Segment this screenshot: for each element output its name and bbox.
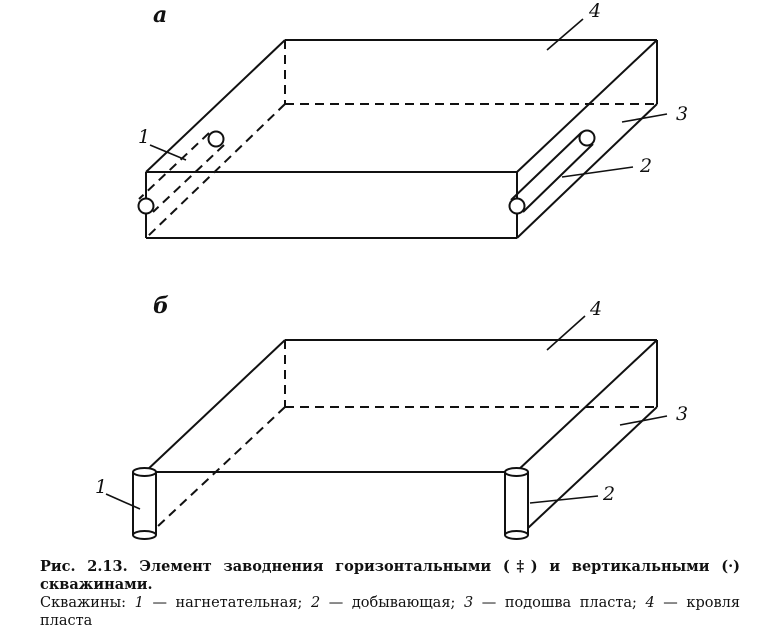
panel-b: б 1 [95,293,688,540]
legend-text-2: — добывающая; [320,595,464,611]
panel-a-label-3: 3 [676,103,688,125]
panel-a-box [145,39,658,239]
panel-b-letter: б [153,293,169,319]
panel-a-letter: а [153,2,167,28]
figure-caption: Рис. 2.13. Элемент заводнения горизонтал… [40,558,740,630]
legend-num-4: 4 [645,595,655,611]
legend-num-1: 1 [134,595,144,611]
legend-text-4: — кровля пласта [40,595,740,629]
legend-num-3: 3 [463,595,474,611]
panel-a-label-1: 1 [138,126,150,148]
panel-b-label-2: 2 [602,483,615,505]
panel-a-label-2: 2 [639,155,652,177]
caption-legend-prefix: Скважины: [40,595,135,611]
production-well-vertical [504,467,529,540]
caption-legend: Скважины: 1 — нагнетательная; 2 — добыва… [40,594,740,630]
caption-title: Рис. 2.13. Элемент заводнения горизонтал… [40,558,740,593]
legend-text-1: — нагнетательная; [143,595,311,611]
panel-a: а [137,0,688,239]
panel-b-label-3: 3 [676,403,688,425]
panel-b-label-4: 4 [589,298,602,320]
panel-a-label-4: 4 [588,0,601,22]
legend-num-2: 2 [310,595,321,611]
injection-well-vertical [132,467,157,540]
production-well-horizontal [508,129,596,215]
panel-b-label-1: 1 [95,476,107,498]
figure-diagram: а [95,0,688,540]
injection-well-horizontal [137,130,225,215]
panel-b-box [144,339,658,529]
legend-text-3: — подошва пласта; [473,595,646,611]
